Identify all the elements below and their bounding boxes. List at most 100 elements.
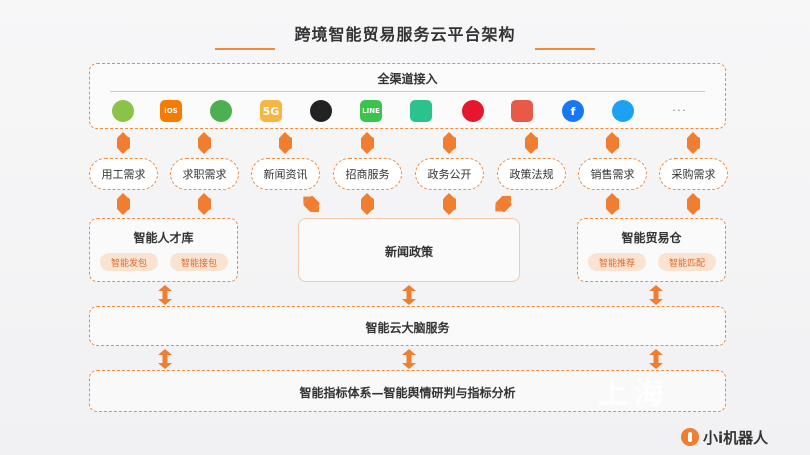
connector-box-icon [117, 137, 130, 149]
brand-logo-text: 小i机器人 [703, 429, 769, 447]
ios-icon[interactable]: iOS [160, 100, 182, 122]
service-pill-1[interactable]: 求职需求 [170, 158, 239, 190]
connector-box-icon [198, 198, 211, 210]
android-icon[interactable] [112, 100, 134, 122]
service-pill-6[interactable]: 销售需求 [578, 158, 647, 190]
cloud-brain-box: 智能云大脑服务 [89, 306, 726, 346]
connector-news-3 [491, 192, 516, 217]
weibo-icon[interactable] [462, 100, 484, 122]
connector-box-icon [361, 137, 374, 149]
connector-box-icon [279, 137, 292, 149]
smart-recommend-pill[interactable]: 智能推荐 [588, 253, 646, 271]
smart-trade-box: 智能贸易仓 智能推荐 智能匹配 [577, 218, 726, 282]
smart-contract-out-pill[interactable]: 智能发包 [100, 253, 158, 271]
connector-box-icon [443, 137, 456, 149]
connector-arrow-up-icon [607, 193, 617, 198]
connector-channel-3 [361, 132, 374, 154]
connector-arrow-down-icon [118, 149, 128, 154]
channel-divider [110, 91, 705, 92]
twitter-icon[interactable] [612, 100, 634, 122]
connector-box-icon [606, 137, 619, 149]
connector-arrow-up-icon [688, 193, 698, 198]
service-pill-5[interactable]: 政策法规 [497, 158, 566, 190]
smart-contract-in-pill[interactable]: 智能接包 [170, 253, 228, 271]
cloud-brain-label: 智能云大脑服务 [365, 321, 450, 335]
talent-pool-box: 智能人才库 智能发包 智能接包 [89, 218, 238, 282]
service-pill-7[interactable]: 采购需求 [659, 158, 728, 190]
connector-arrow-down-icon [362, 149, 372, 154]
mini-program-icon[interactable] [511, 100, 533, 122]
arrow-brain-bottom-center [401, 349, 417, 369]
connector-news-1 [361, 193, 374, 215]
connector-arrow-down-icon [607, 210, 617, 215]
connector-arrow-down-icon [444, 210, 454, 215]
connector-arrow-down-icon [280, 149, 290, 154]
connector-arrow-up-icon [526, 132, 536, 137]
connector-arrow-up-icon [199, 193, 209, 198]
connector-arrow-up-icon [199, 132, 209, 137]
brand-logo-icon [688, 432, 692, 442]
connector-box-icon [687, 198, 700, 210]
title-underline-right [535, 48, 595, 50]
facebook-icon[interactable]: f [562, 100, 584, 122]
channel-access-label: 全渠道接入 [377, 72, 438, 86]
connector-arrow-down-icon [688, 149, 698, 154]
arrow-trade-brain [648, 285, 664, 305]
connector-box-icon [687, 137, 700, 149]
smart-trade-label: 智能贸易仓 [621, 231, 682, 245]
connector-channel-7 [687, 132, 700, 154]
connector-arrow-down-icon [118, 210, 128, 215]
connector-arrow-up-icon [444, 132, 454, 137]
connector-channel-1 [198, 132, 211, 154]
indicator-system-label: 智能指标体系—智能舆情研判与指标分析 [299, 386, 516, 400]
connector-talent-1 [198, 193, 211, 215]
smart-match-pill[interactable]: 智能匹配 [658, 253, 716, 271]
connector-trade-0 [606, 193, 619, 215]
arrow-news-brain [401, 285, 417, 305]
brand-logo [681, 428, 699, 446]
connector-arrow-up-icon [280, 132, 290, 137]
watermark-text: 上海 [598, 376, 670, 411]
connector-box-icon [198, 137, 211, 149]
connector-arrow-down-icon [688, 210, 698, 215]
line-icon[interactable]: LINE [360, 100, 382, 122]
connector-arrow-up-icon [444, 193, 454, 198]
talent-pool-label: 智能人才库 [133, 231, 194, 245]
connector-arrow-down-icon [362, 210, 372, 215]
connector-box-icon [525, 137, 538, 149]
connector-trade-1 [687, 193, 700, 215]
wechat-icon[interactable] [210, 100, 232, 122]
service-pill-2[interactable]: 新闻资讯 [251, 158, 320, 190]
arrow-brain-bottom-right [648, 349, 664, 369]
5g-message-icon[interactable]: 5G [260, 100, 282, 122]
service-pill-4[interactable]: 政务公开 [415, 158, 484, 190]
qq-icon[interactable] [310, 100, 332, 122]
chat-bubble-icon[interactable] [410, 100, 432, 122]
connector-box-icon [361, 198, 374, 210]
connector-arrow-down-icon [199, 149, 209, 154]
connector-box-icon [117, 198, 130, 210]
connector-arrow-up-icon [362, 132, 372, 137]
connector-arrow-up-icon [118, 132, 128, 137]
service-pill-3[interactable]: 招商服务 [333, 158, 402, 190]
connector-arrow-up-icon [362, 193, 372, 198]
connector-channel-6 [606, 132, 619, 154]
more-icon[interactable]: · · · [672, 107, 686, 115]
channel-access-box: 全渠道接入 iOS 5G LINE f · · · [89, 63, 726, 129]
news-policy-box: 新闻政策 [298, 218, 520, 282]
connector-news-2 [443, 193, 456, 215]
title-underline-left [215, 48, 275, 50]
connector-channel-4 [443, 132, 456, 154]
connector-arrow-down-icon [526, 149, 536, 154]
connector-arrow-down-icon [199, 210, 209, 215]
connector-box-icon [443, 198, 456, 210]
indicator-system-box: 智能指标体系—智能舆情研判与指标分析 [89, 370, 726, 412]
arrow-talent-brain [157, 285, 173, 305]
connector-arrow-up-icon [118, 193, 128, 198]
connector-arrow-up-icon [688, 132, 698, 137]
page-title: 跨境智能贸易服务云平台架构 [294, 25, 516, 44]
service-pill-0[interactable]: 用工需求 [89, 158, 158, 190]
arrow-brain-bottom-left [157, 349, 173, 369]
news-policy-label: 新闻政策 [384, 245, 433, 259]
